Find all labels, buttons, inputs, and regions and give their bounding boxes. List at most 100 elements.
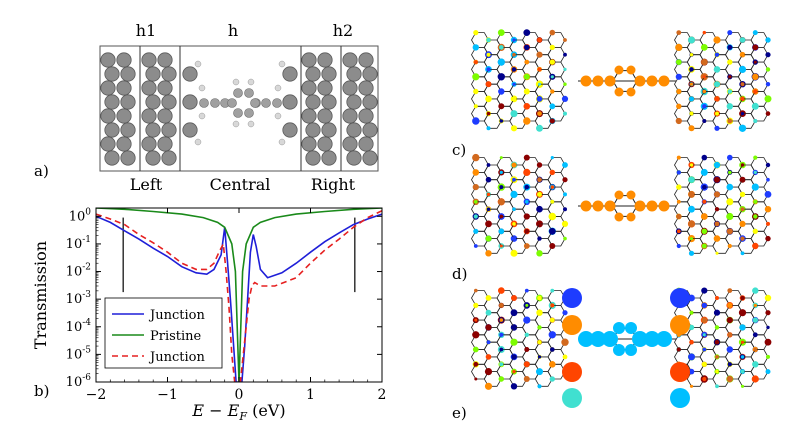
site-dot xyxy=(753,155,758,160)
site-dot xyxy=(765,52,771,58)
site-dot xyxy=(550,89,555,94)
site-dot xyxy=(562,354,568,360)
site-dot xyxy=(563,52,567,57)
site-dot xyxy=(676,30,682,35)
hydrogen-atom xyxy=(232,78,240,86)
panel-e-map xyxy=(471,287,772,408)
lattice-hexagon xyxy=(750,363,769,380)
carbon-atom xyxy=(321,66,337,82)
carbon-atom xyxy=(272,98,282,108)
site-dot xyxy=(485,309,492,316)
site-dot xyxy=(715,111,719,116)
lattice-hexagon xyxy=(750,230,769,247)
site-dot xyxy=(764,294,772,302)
molecule-site xyxy=(625,344,637,356)
site-dot xyxy=(550,288,555,293)
site-dot xyxy=(765,369,771,375)
site-dot xyxy=(688,353,695,361)
site-dot xyxy=(536,250,543,257)
site-dot xyxy=(524,228,530,234)
site-dot xyxy=(676,88,682,95)
site-dot xyxy=(688,36,695,44)
molecule-site xyxy=(614,87,624,97)
hydrogen-atom xyxy=(274,112,282,120)
site-dot xyxy=(485,295,492,301)
site-dot xyxy=(549,44,555,51)
molecule-site xyxy=(626,65,636,75)
site-dot xyxy=(486,37,491,43)
site-dot xyxy=(486,340,491,345)
site-dot xyxy=(524,184,530,190)
site-dot xyxy=(676,199,681,204)
carbon-atom xyxy=(346,94,362,110)
molecule-site xyxy=(634,200,646,212)
site-dot xyxy=(765,310,771,316)
legend-label: Junction xyxy=(148,308,205,323)
site-dot xyxy=(510,249,518,257)
site-dot xyxy=(524,347,530,352)
x-tick-label: −1 xyxy=(157,387,178,403)
site-dot xyxy=(536,124,543,132)
y-tick-label: 10-3 xyxy=(66,290,92,307)
site-dot xyxy=(499,362,504,367)
site-dot xyxy=(713,66,721,73)
site-dot xyxy=(550,156,554,160)
carbon-atom xyxy=(282,94,298,110)
site-dot xyxy=(689,111,694,116)
site-dot xyxy=(726,103,733,110)
molecule-site xyxy=(592,200,604,212)
site-dot xyxy=(499,119,504,123)
site-dot xyxy=(740,207,745,212)
site-dot xyxy=(472,44,479,51)
lattice-hexagon xyxy=(547,32,566,48)
site-dot xyxy=(473,244,478,248)
x-tick-label: 0 xyxy=(235,387,244,403)
site-dot xyxy=(702,333,706,337)
site-dot xyxy=(728,75,732,79)
carbon-atom xyxy=(358,80,374,96)
site-dot xyxy=(523,73,530,80)
site-dot xyxy=(537,325,542,330)
site-dot xyxy=(512,207,516,211)
site-dot xyxy=(765,82,771,87)
carbon-atom xyxy=(346,150,362,166)
x-tick-label: −2 xyxy=(86,387,107,403)
site-dot xyxy=(499,318,504,322)
site-dot xyxy=(537,236,542,241)
site-dot xyxy=(764,338,772,346)
site-dot xyxy=(497,29,505,36)
carbon-atom xyxy=(104,94,120,110)
site-dot xyxy=(714,325,720,330)
site-dot xyxy=(752,361,759,368)
hydrogen-atom xyxy=(194,60,202,68)
site-dot xyxy=(549,118,555,124)
carbon-atom xyxy=(141,80,157,96)
site-dot xyxy=(485,324,492,331)
carbon-atom xyxy=(116,136,132,152)
site-dot xyxy=(740,82,745,86)
carbon-atom xyxy=(282,122,298,138)
carbon-atom xyxy=(321,122,337,138)
site-dot xyxy=(701,243,707,249)
label-h1: h1 xyxy=(136,21,156,40)
site-dot xyxy=(688,176,695,183)
site-dot xyxy=(472,346,479,353)
site-dot xyxy=(510,125,518,132)
site-dot xyxy=(537,340,542,345)
site-dot xyxy=(727,30,733,36)
carbon-atom xyxy=(317,80,333,96)
site-dot xyxy=(740,251,745,256)
molecule-atoms xyxy=(100,52,378,166)
site-dot xyxy=(715,384,719,389)
site-dot xyxy=(688,324,695,331)
molecule-site xyxy=(646,200,658,212)
site-dot xyxy=(537,295,542,301)
site-dot xyxy=(752,287,759,294)
site-dot xyxy=(766,354,770,359)
molecule-site xyxy=(604,200,616,212)
y-tick-label: 100 xyxy=(69,207,92,224)
site-dot xyxy=(675,43,683,52)
site-dot xyxy=(714,96,720,102)
site-dot xyxy=(473,228,479,234)
